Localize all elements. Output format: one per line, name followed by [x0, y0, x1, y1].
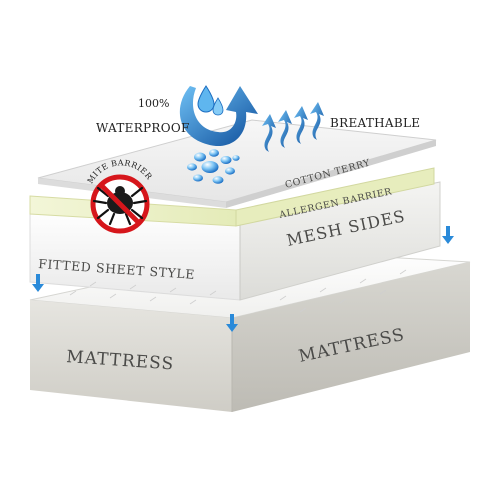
down-arrow-right — [442, 226, 454, 244]
prohibited-slash — [99, 183, 141, 225]
waterproof-percent-label: 100% — [138, 97, 169, 110]
fitted-sheet-layer: FITTED SHEET STYLE MESH SIDES — [29, 181, 441, 313]
mattress-front-face — [30, 300, 232, 412]
down-arrow-left — [32, 274, 44, 292]
airflow-arrow-1 — [262, 114, 276, 152]
mattress-block: MATTRESS MATTRESS — [29, 249, 471, 412]
down-arrow-icon — [32, 274, 44, 292]
curved-arrow-icon — [179, 86, 258, 147]
airflow-arrow-4 — [310, 102, 324, 140]
waterproof-icon: 100% WATERPROOF — [96, 85, 258, 147]
quilting-stitches — [69, 269, 407, 313]
water-drop-small-icon — [212, 97, 224, 116]
top-sheet-side-edge — [226, 140, 436, 208]
waterproof-label: WATERPROOF — [96, 121, 190, 135]
mite-icon — [92, 186, 148, 226]
water-drop-icon — [197, 85, 215, 113]
down-arrow-icon — [226, 314, 238, 332]
airflow-arrows-icon — [262, 102, 324, 152]
down-arrow-center — [226, 314, 238, 332]
breathable-label: BREATHABLE — [330, 116, 420, 130]
allergen-side-face — [235, 167, 435, 227]
down-arrow-icon — [442, 226, 454, 244]
water-beads-icon — [187, 149, 240, 184]
mattress-side-face — [232, 262, 470, 412]
airflow-arrow-2 — [278, 110, 292, 148]
airflow-arrow-3 — [294, 106, 308, 144]
